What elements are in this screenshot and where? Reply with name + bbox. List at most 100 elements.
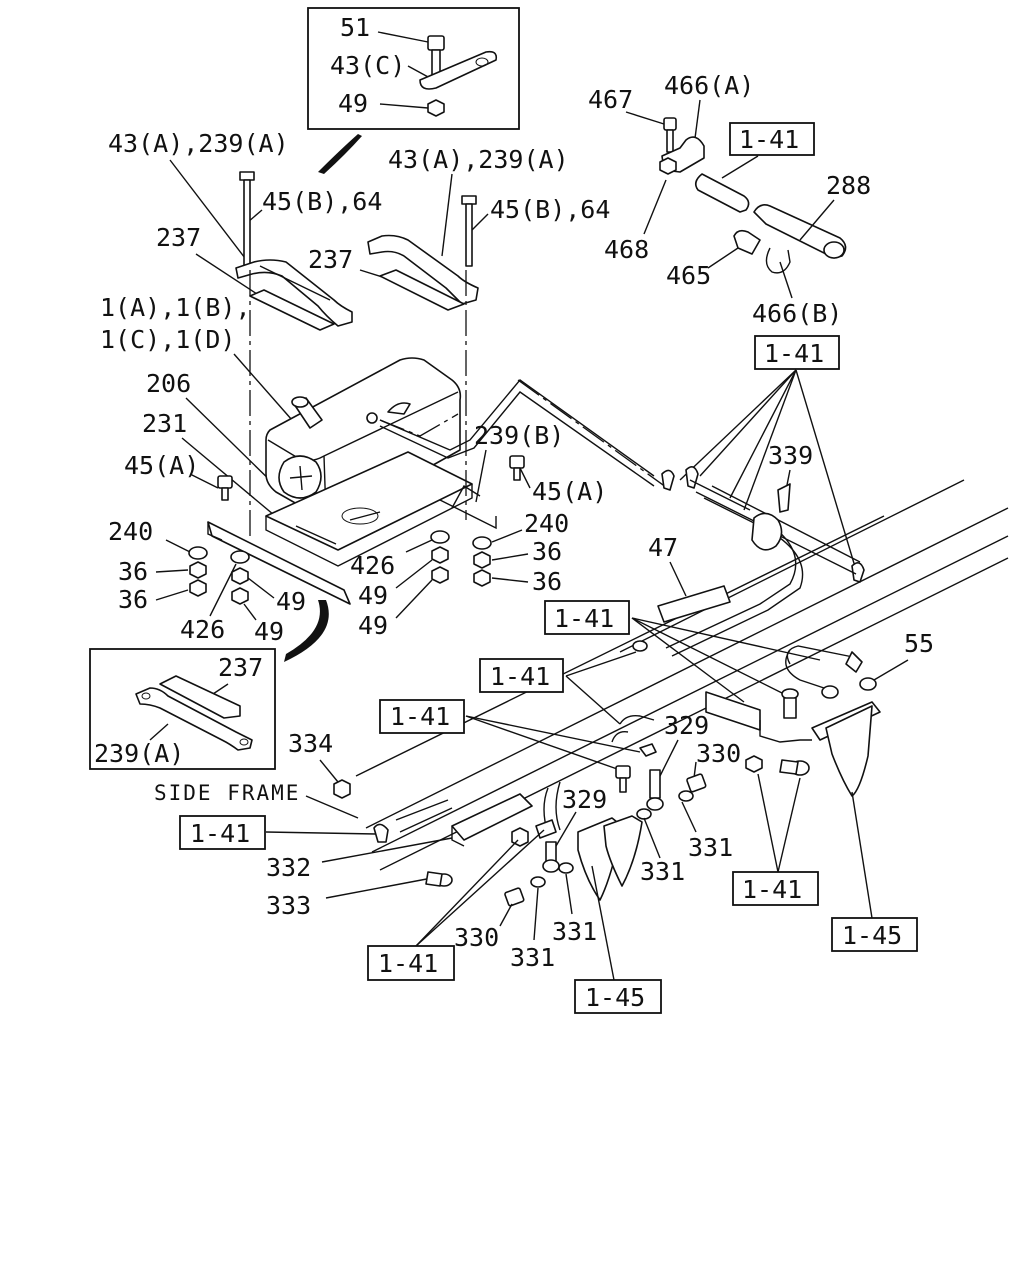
bolt-329-b bbox=[542, 841, 560, 873]
washer-426-left bbox=[230, 550, 250, 564]
label-465: 465 bbox=[666, 261, 711, 290]
label-49-b: 49 bbox=[254, 617, 284, 646]
label-plate-47 bbox=[657, 585, 731, 623]
label-206: 206 bbox=[146, 369, 191, 398]
nut-36-b bbox=[189, 579, 207, 597]
label-334: 334 bbox=[288, 729, 333, 758]
ref-box-7 bbox=[179, 815, 266, 850]
pad-237-right bbox=[379, 269, 465, 311]
label-43a-left: 43(A),239(A) bbox=[108, 129, 289, 158]
nut-49-b bbox=[231, 587, 249, 605]
label-288: 288 bbox=[826, 171, 871, 200]
label-237-left: 237 bbox=[156, 223, 201, 252]
label-466a: 466(A) bbox=[664, 71, 754, 100]
pad-237-left bbox=[249, 289, 335, 331]
ref-box-3 bbox=[544, 600, 630, 635]
bolt-467 bbox=[663, 117, 677, 153]
ref-2: 1-41 bbox=[764, 339, 824, 368]
label-330-b: 330 bbox=[454, 923, 499, 952]
side-frame-label: SIDE FRAME bbox=[154, 781, 300, 805]
bolt-330-b bbox=[504, 887, 525, 907]
label-49-top: 49 bbox=[338, 89, 368, 118]
label-43c: 43(C) bbox=[330, 51, 405, 80]
nut-49-d bbox=[431, 566, 449, 584]
bracket-332 bbox=[451, 793, 533, 841]
washer-240-right bbox=[472, 536, 492, 550]
label-331-c: 331 bbox=[510, 943, 555, 972]
ref-7: 1-41 bbox=[190, 819, 250, 848]
tank-cradle-231 bbox=[265, 451, 473, 567]
label-45b-left: 45(B),64 bbox=[262, 187, 382, 216]
ref-5: 1-41 bbox=[390, 702, 450, 731]
ref-box-10 bbox=[574, 979, 662, 1014]
label-239a-inset: 239(A) bbox=[94, 739, 184, 768]
arrow-top-inset bbox=[318, 134, 362, 174]
label-331-a: 331 bbox=[688, 833, 733, 862]
ref-10: 1-45 bbox=[585, 983, 645, 1012]
band-239a-left bbox=[235, 259, 353, 327]
label-1abcd-line2: 1(C),1(D) bbox=[100, 325, 235, 354]
ref-9: 1-45 bbox=[842, 921, 902, 950]
label-36-a: 36 bbox=[118, 557, 148, 586]
bolt-45a-right bbox=[509, 455, 525, 481]
ref-8: 1-41 bbox=[378, 949, 438, 978]
hose-288 bbox=[753, 204, 847, 259]
ref-box-8 bbox=[367, 945, 455, 981]
ref-box-4 bbox=[479, 658, 564, 693]
label-55: 55 bbox=[904, 629, 934, 658]
ref-1: 1-41 bbox=[739, 125, 799, 154]
frame-rail bbox=[355, 479, 1009, 871]
nut-36-a bbox=[189, 561, 207, 579]
plate-43c bbox=[419, 50, 498, 90]
washer-426-right bbox=[430, 530, 450, 544]
bolt-right bbox=[779, 759, 810, 776]
label-332: 332 bbox=[266, 853, 311, 882]
nut-36-c bbox=[473, 551, 491, 569]
bolt-45a-left bbox=[217, 475, 233, 501]
band-239a-right bbox=[367, 234, 479, 305]
ref-6: 1-41 bbox=[742, 875, 802, 904]
label-49-a: 49 bbox=[276, 587, 306, 616]
nut-49-c bbox=[431, 546, 449, 564]
ref-4: 1-41 bbox=[490, 662, 550, 691]
ref-box-1 bbox=[729, 122, 815, 156]
label-45a-right: 45(A) bbox=[532, 477, 607, 506]
sleeve-465 bbox=[733, 229, 761, 255]
label-1abcd-line1: 1(A),1(B), bbox=[100, 293, 251, 322]
label-36-b: 36 bbox=[118, 585, 148, 614]
fuel-tank bbox=[265, 357, 462, 522]
bolt-330-a bbox=[686, 773, 707, 793]
label-426-a: 426 bbox=[180, 615, 225, 644]
bolt-329-a bbox=[646, 769, 664, 811]
label-240-left: 240 bbox=[108, 517, 153, 546]
ref-box-6 bbox=[732, 871, 819, 906]
nut-334 bbox=[333, 779, 351, 799]
label-47: 47 bbox=[648, 533, 678, 562]
bolt-329-center bbox=[615, 765, 631, 793]
label-329-b: 329 bbox=[562, 785, 607, 814]
clamp-466b bbox=[765, 247, 791, 274]
nut-36-d bbox=[473, 569, 491, 587]
bolt-45b-right bbox=[461, 195, 477, 267]
label-49-d: 49 bbox=[358, 611, 388, 640]
label-331-d: 331 bbox=[552, 917, 597, 946]
bolt-333 bbox=[425, 871, 453, 887]
ref-box-9 bbox=[831, 917, 918, 952]
label-466b: 466(B) bbox=[752, 299, 842, 328]
inset-top: 51 43(C) 49 bbox=[307, 7, 520, 130]
nut-468 bbox=[659, 157, 677, 175]
label-36-c: 36 bbox=[532, 537, 562, 566]
label-45a-left: 45(A) bbox=[124, 451, 199, 480]
label-45b-right: 45(B),64 bbox=[490, 195, 610, 224]
label-237-inset: 237 bbox=[218, 653, 263, 682]
ref-box-2 bbox=[754, 335, 840, 370]
label-467: 467 bbox=[588, 85, 633, 114]
label-339: 339 bbox=[768, 441, 813, 470]
label-329-a: 329 bbox=[664, 711, 709, 740]
ref-box-5 bbox=[379, 699, 465, 734]
nut-right bbox=[745, 755, 763, 773]
ref-3: 1-41 bbox=[554, 604, 614, 633]
label-231: 231 bbox=[142, 409, 187, 438]
fuel-filter-left bbox=[577, 815, 643, 901]
